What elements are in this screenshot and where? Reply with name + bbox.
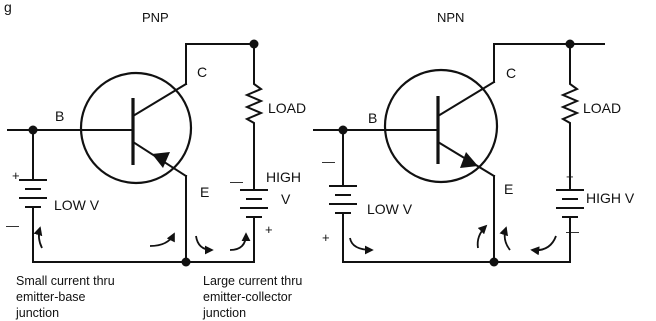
npn-high-label: HIGH V [586,190,635,206]
npn-low-minus-sign: — [322,154,335,169]
pnp-low-label: LOW V [54,197,100,213]
pnp-collector-label: C [197,64,207,80]
npn-high-minus-sign: — [566,224,579,239]
npn-collector-current-arrow-icon [499,226,511,251]
npn-transistor-envelope [383,68,499,184]
pnp-low-minus-sign: — [6,218,19,233]
pnp-emitter-current-arrow-icon [149,232,175,247]
small-current-caption-line: Small current thru [16,274,115,288]
small-current-caption-line: junction [15,306,59,320]
large-current-caption: Large current thru emitter-collector jun… [202,274,302,320]
npn-load-label: LOAD [583,100,621,116]
pnp-base-current-arrow-icon [33,226,43,249]
pnp-emitter-arrow-icon [152,152,170,168]
pnp-high-supply-return-wire [185,216,255,263]
pnp-high-label-line1: HIGH [266,169,301,185]
small-current-caption: Small current thru emitter-base junction [15,274,115,320]
npn-load-resistor-icon [560,43,580,191]
large-current-caption-line: junction [202,306,246,320]
pnp-emitter-label: E [200,184,209,200]
pnp-title: PNP [142,10,169,25]
npn-title: NPN [437,10,464,25]
pnp-collector-lead [131,82,188,118]
npn-emitter-label: E [504,181,513,197]
npn-collector-wire [493,43,571,83]
npn-base-current-arrow-icon [349,237,374,255]
pnp-transistor-envelope [79,71,193,185]
pnp-high-plus-sign: + [265,222,273,237]
large-current-caption-line: emitter-collector [203,290,292,304]
small-current-caption-line: emitter-base [16,290,86,304]
pnp-load-label: LOAD [268,100,306,116]
npn-base-label: B [368,110,377,126]
npn-low-supply-return-wire [342,212,495,263]
npn-high-supply-return-wire [493,216,571,263]
pnp-high-label-line2: V [281,191,291,207]
pnp-load-current-arrow-icon [229,232,251,251]
pnp-low-plus-sign: + [12,168,20,183]
large-current-caption-line: Large current thru [203,274,302,288]
pnp-low-supply-return-wire [32,206,187,263]
npn-collector-lead [436,80,496,118]
npn-emitter-current-arrow-icon [476,224,488,249]
npn-low-label: LOW V [367,201,413,217]
pnp-high-minus-sign: — [230,174,243,189]
cropped-heading-text: g [4,0,12,15]
pnp-collector-wire [185,43,255,85]
npn-high-plus-sign: + [566,169,574,184]
pnp-circuit: PNP LOAD — HIGH V + [6,10,306,267]
npn-low-plus-sign: + [322,230,330,245]
npn-emitter-arrow-icon [460,152,478,168]
pnp-collector-current-arrow-icon [195,235,214,255]
pnp-load-resistor-icon [244,43,264,191]
npn-circuit: NPN LOAD + HIGH V — — LOW V + B [313,10,635,267]
npn-load-current-arrow-icon [530,235,557,256]
npn-collector-label: C [506,65,516,81]
pnp-base-label: B [55,108,64,124]
